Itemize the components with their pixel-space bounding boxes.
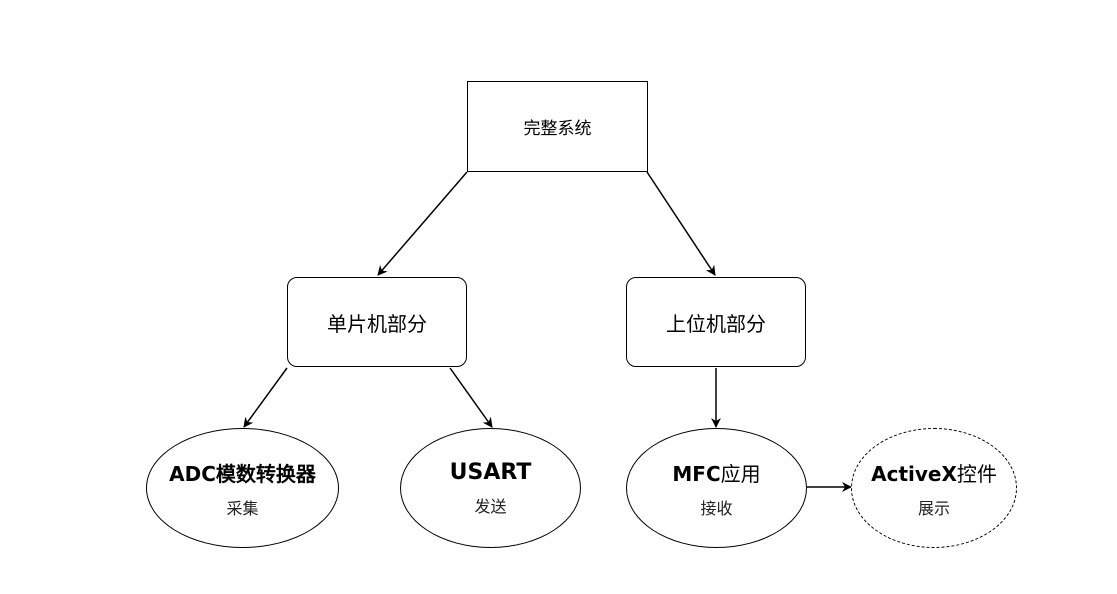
node-mfc-label-bold: MFC — [672, 461, 721, 486]
node-activex-sublabel: 展示 — [917, 498, 950, 518]
node-host-part-label: 上位机部分 — [666, 311, 766, 336]
node-adc-sublabel: 采集 — [226, 498, 259, 518]
edge-mcu-to-adc — [243, 367, 288, 428]
node-usart-label: USART — [449, 459, 532, 485]
node-mcu-part-label: 单片机部分 — [327, 311, 427, 336]
edge-root-to-mcu — [377, 171, 468, 276]
edge-root-to-host — [646, 171, 716, 276]
node-usart-sublabel: 发送 — [474, 496, 507, 516]
node-usart: USART 发送 — [400, 428, 581, 548]
node-mfc-sublabel: 接收 — [700, 498, 733, 518]
node-host-part: 上位机部分 — [626, 277, 806, 367]
node-mfc-label-rest: 应用 — [720, 461, 761, 486]
node-complete-system-label: 完整系统 — [523, 119, 592, 139]
node-adc-label: ADC模数转换器 — [169, 461, 316, 486]
node-activex-label-bold: ActiveX — [871, 461, 957, 486]
node-mcu-part: 单片机部分 — [287, 277, 467, 367]
node-activex-label-rest: 控件 — [956, 461, 997, 486]
node-mfc: MFC应用 接收 — [626, 428, 807, 548]
node-complete-system: 完整系统 — [467, 81, 648, 172]
node-activex-label: ActiveX控件 — [871, 458, 997, 487]
edge-mcu-to-usart — [449, 367, 493, 428]
node-adc: ADC模数转换器 采集 — [146, 428, 339, 548]
node-activex: ActiveX控件 展示 — [851, 428, 1017, 548]
node-mfc-label: MFC应用 — [672, 458, 760, 487]
